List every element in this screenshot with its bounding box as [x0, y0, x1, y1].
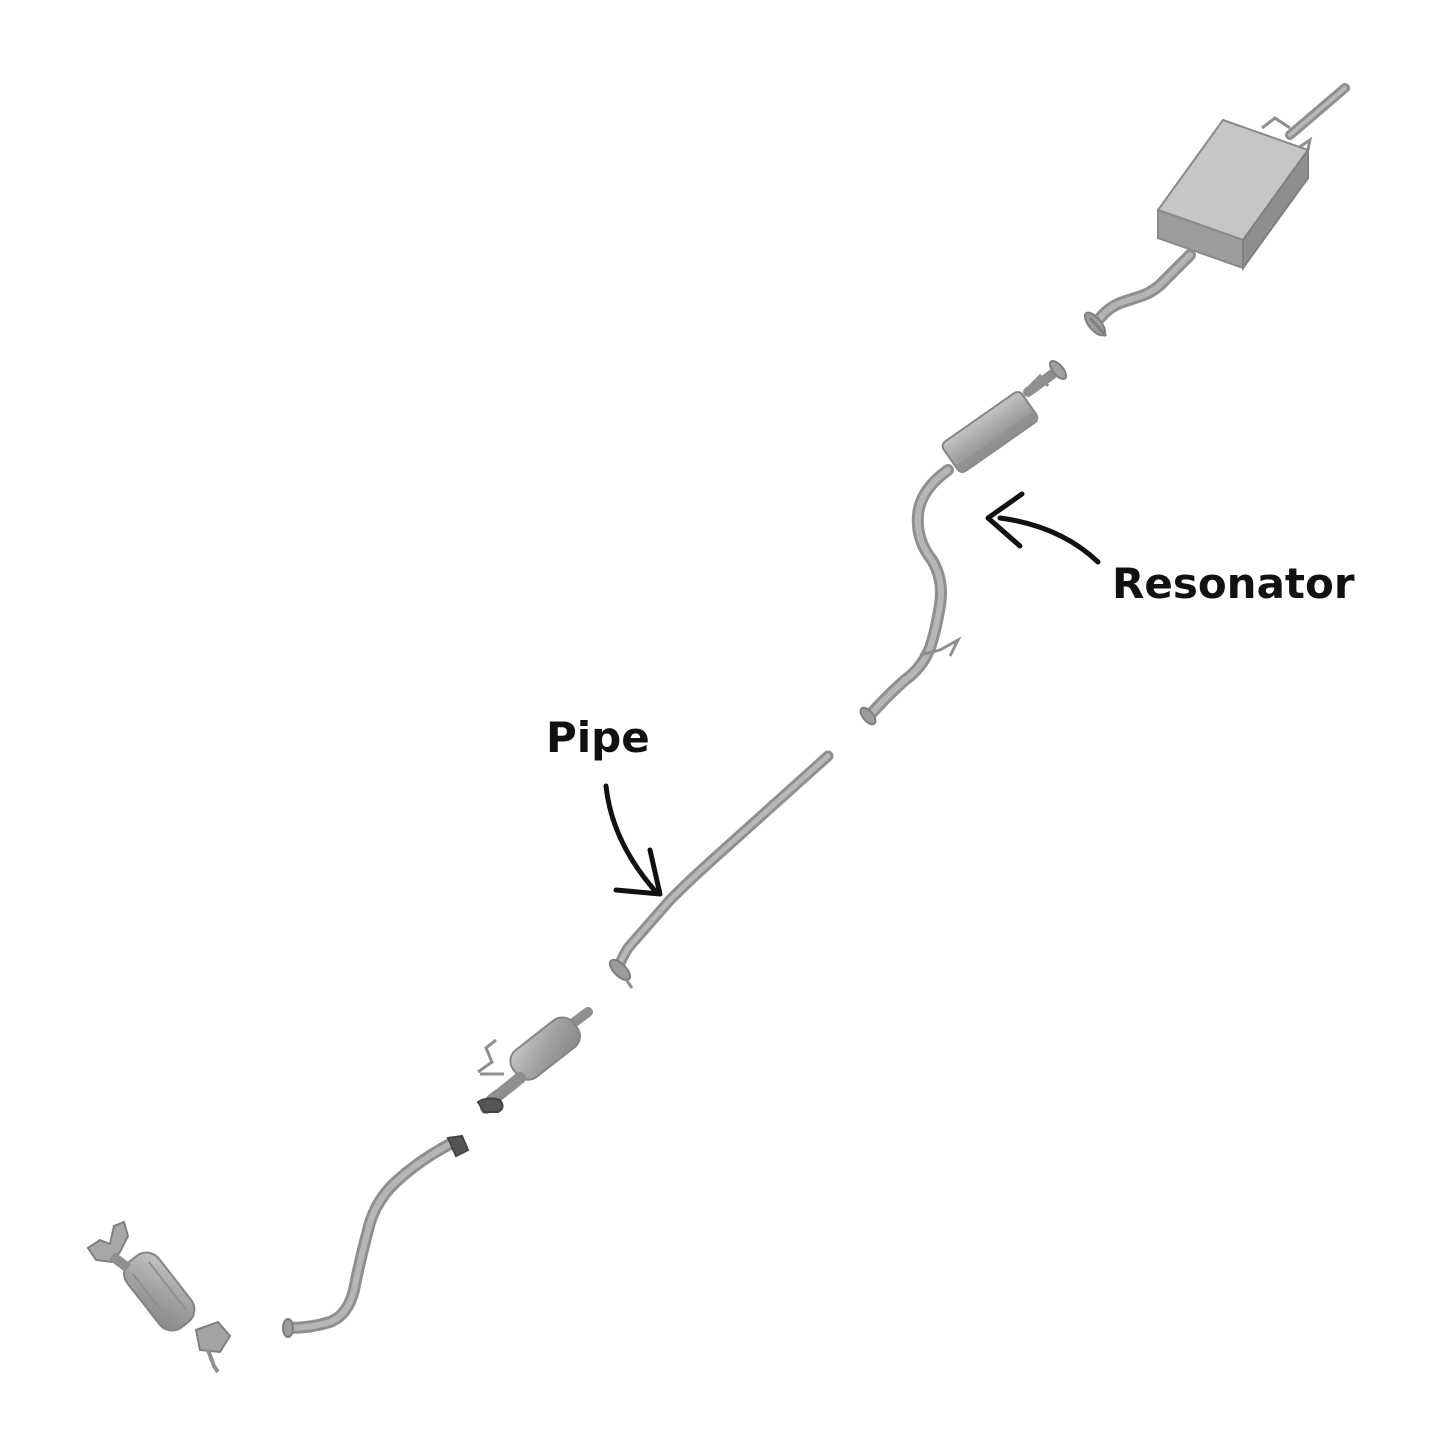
- intermediate-pipe: [608, 750, 834, 989]
- pipe-callout: Pipe: [546, 713, 663, 897]
- pipe-label: Pipe: [546, 713, 650, 762]
- pipe-arrow: [603, 783, 659, 895]
- resonator-arrowhead: [985, 491, 1025, 549]
- pipe-arrowhead: [613, 847, 663, 897]
- front-pipe: [282, 1134, 470, 1338]
- manifold-converter: [86, 1220, 232, 1374]
- resonator-assembly: [859, 359, 1068, 726]
- resonator-callout: Resonator: [985, 491, 1355, 608]
- catalytic-converter: [476, 1007, 593, 1114]
- resonator-arrow: [997, 515, 1101, 565]
- resonator-label: Resonator: [1112, 559, 1355, 608]
- muffler-assembly: [1083, 83, 1350, 337]
